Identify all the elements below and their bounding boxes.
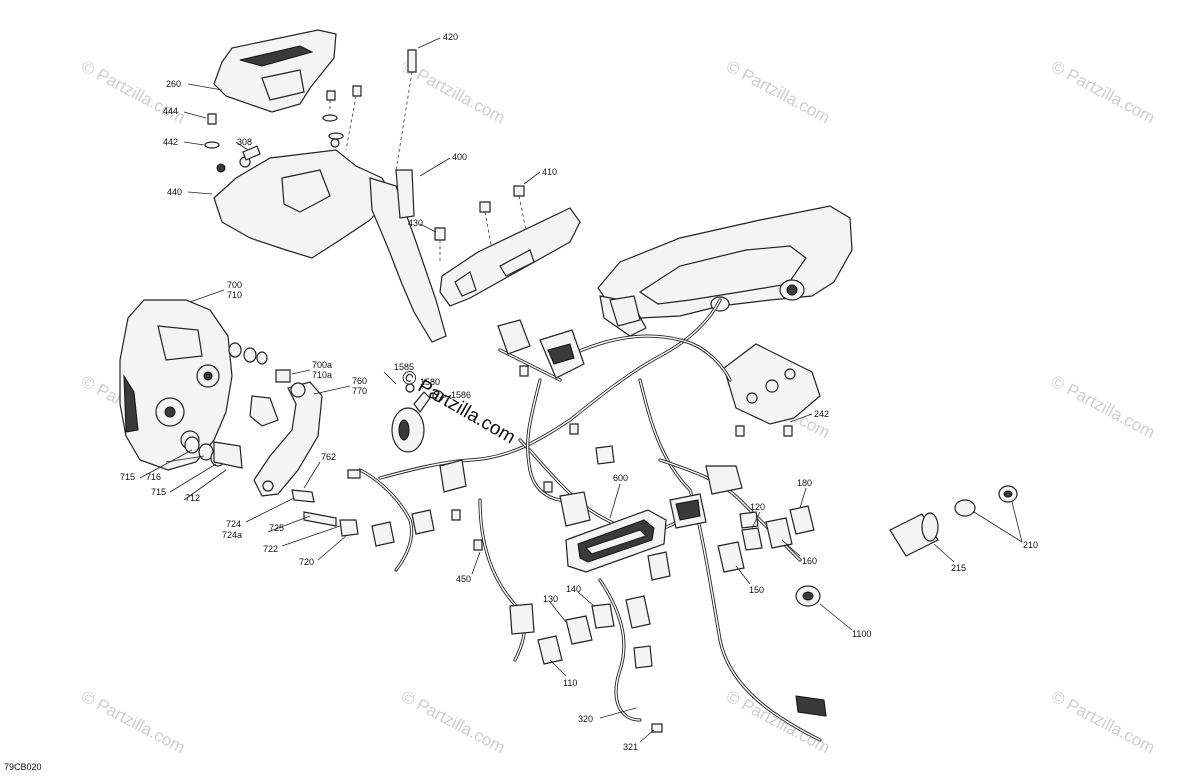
callout-label: 762 — [321, 452, 336, 462]
diagram-code: 79CB020 — [4, 762, 42, 772]
watermark: © Partzilla.com — [1048, 687, 1158, 758]
callout-label: 710 — [227, 290, 242, 300]
watermark: © Partzilla.com — [1048, 57, 1158, 128]
callout-label: 420 — [443, 32, 458, 42]
callout-label: 321 — [623, 742, 638, 752]
callout-label: 1586 — [451, 390, 471, 400]
callout-label: 160 — [802, 556, 817, 566]
callout-label: 400 — [452, 152, 467, 162]
top-cover-part — [213, 29, 337, 113]
bracket-plate-part — [213, 138, 447, 343]
callout-label: 715 — [120, 472, 135, 482]
watermark: © Partzilla.com — [723, 57, 833, 128]
callout-label: 444 — [163, 106, 178, 116]
watermark: © Partzilla.com — [398, 687, 508, 758]
callout-label: 410 — [542, 167, 557, 177]
callout-label: 710a — [312, 370, 332, 380]
callout-label: 720 — [299, 557, 314, 567]
callout-label: 700a — [312, 360, 332, 370]
watermark: © Partzilla.com — [1048, 372, 1158, 443]
fastener-set-top — [204, 49, 525, 241]
callout-label: 210 — [1023, 540, 1038, 550]
callout-label: 242 — [814, 409, 829, 419]
callout-label: 110 — [563, 678, 577, 688]
callout-leaders — [139, 37, 1023, 743]
callout-label: 700 — [227, 280, 242, 290]
callout-label: 724a — [222, 530, 242, 540]
callout-label: 120 — [750, 502, 765, 512]
callout-label: 442 — [163, 137, 178, 147]
callout-label: 724 — [226, 519, 241, 529]
callout-label: 180 — [797, 478, 812, 488]
switch-set-lower — [537, 603, 615, 665]
fastener-set-bottom — [347, 365, 663, 733]
callout-label: 430 — [408, 218, 423, 228]
callout-label: 725 — [269, 523, 284, 533]
callout-label: 716 — [146, 472, 161, 482]
callout-label: 450 — [456, 574, 471, 584]
module-bracket-part — [723, 343, 821, 437]
callout-label: 1100 — [852, 629, 871, 639]
callout-label: 260 — [166, 79, 181, 89]
callout-label: 308 — [237, 137, 252, 147]
watermark: © Partzilla.com — [78, 687, 188, 758]
headlight-bracket-part — [253, 381, 359, 537]
callout-label: 130 — [543, 594, 558, 604]
callout-label: 770 — [352, 386, 367, 396]
alignment-lines — [329, 71, 531, 262]
callout-label: 320 — [578, 714, 593, 724]
callout-label: 722 — [263, 544, 278, 554]
callout-label: 140 — [566, 584, 581, 594]
watermark: © Partzilla.com — [78, 57, 188, 128]
power-socket-part — [795, 585, 821, 607]
callout-label: 1580 — [420, 377, 440, 387]
callout-label: 1585 — [394, 362, 414, 372]
callout-label: 150 — [749, 585, 764, 595]
headlight-hardware — [184, 342, 291, 469]
callout-label: 715 — [151, 487, 166, 497]
watermark: © Partzilla.com — [723, 687, 833, 758]
callout-label: 215 — [951, 563, 966, 573]
wiring-harness-part — [358, 298, 822, 742]
adapter-parts-right — [889, 485, 1018, 557]
horn-part — [391, 383, 444, 453]
trim-panel-part — [439, 207, 581, 307]
callout-label: 760 — [352, 376, 367, 386]
callout-label: 440 — [167, 187, 182, 197]
callout-label: 600 — [613, 473, 628, 483]
callout-label: 712 — [185, 493, 200, 503]
switch-set-right — [717, 505, 815, 573]
display-module-part — [565, 509, 667, 573]
harness-connectors — [371, 295, 827, 717]
callout-labels: 420 260 444 442 308 400 410 440 430 700 … — [120, 32, 1038, 752]
